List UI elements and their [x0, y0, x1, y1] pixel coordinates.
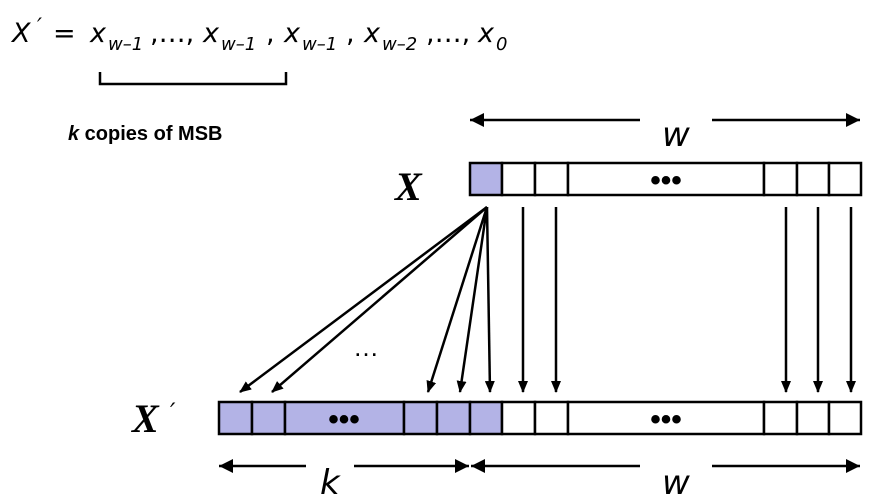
term-2-sep: ,: [266, 18, 275, 49]
equation: X ′ = x w–1 ,…, x w–1 , x w–1 , x w–2 ,……: [10, 15, 507, 55]
x-cell: [762, 161, 799, 197]
x-cell: [827, 161, 863, 197]
top-w-label: w: [662, 115, 690, 155]
equation-equals: =: [53, 18, 76, 49]
term-2-sub: w–1: [221, 34, 256, 55]
term-5-sub: 0: [496, 34, 507, 55]
register-x-prime: ••• •••: [217, 400, 863, 436]
term-4-sep: ,…,: [426, 18, 470, 49]
xp-cell: [827, 400, 863, 436]
x-prime-mark: ′: [170, 398, 176, 426]
msb-arrow: [239, 205, 488, 394]
term-3-sep: ,: [346, 18, 355, 49]
xp-w-dots: •••: [650, 403, 682, 436]
bottom-k-right-arrowhead: [455, 459, 469, 473]
term-1-sub: w–1: [108, 34, 143, 55]
xp-msb-copy-cell: [435, 400, 472, 436]
bottom-w-right-arrowhead: [846, 459, 860, 473]
bottom-w-left-arrowhead: [471, 459, 485, 473]
term-1-sep: ,…,: [150, 18, 194, 49]
x-msb-cell: [468, 161, 504, 197]
term-3-sub: w–1: [302, 34, 337, 55]
xp-cell: [795, 400, 831, 436]
x-middle-dots: •••: [650, 164, 682, 197]
term-3-base: x: [283, 18, 301, 49]
bottom-k-label: k: [320, 463, 341, 499]
brace-caption: k copies of MSB: [68, 123, 222, 145]
x-prime-label: X: [130, 396, 160, 441]
x-cell: [795, 161, 831, 197]
xp-cell: [762, 400, 799, 436]
equation-prime: ′: [37, 15, 42, 40]
arrow-ellipsis: …: [353, 332, 379, 362]
msb-brace: [98, 72, 288, 86]
top-w-right-arrowhead: [846, 113, 860, 127]
term-2-base: x: [202, 18, 220, 49]
term-5-base: x: [477, 18, 495, 49]
x-cell: [500, 161, 537, 197]
brace-caption-rest: copies of MSB: [79, 123, 222, 145]
term-1-base: x: [89, 18, 107, 49]
msb-arrow: [426, 206, 489, 393]
register-x: •••: [468, 161, 863, 197]
xp-msb-copy-cell: [402, 400, 439, 436]
top-w-left-arrowhead: [470, 113, 484, 127]
term-4-base: x: [363, 18, 381, 49]
xp-middle-cell: [566, 400, 766, 436]
msb-arrow: [271, 206, 488, 393]
msb-arrow: [456, 206, 489, 393]
xp-msb-copy-cell: [217, 400, 254, 436]
xp-msb-copy-cell: [250, 400, 287, 436]
msb-arrow: [484, 206, 495, 393]
xp-cell: [500, 400, 537, 436]
term-4-sub: w–2: [382, 34, 417, 55]
x-middle-cell: [566, 161, 766, 197]
x-label: X: [393, 164, 423, 209]
xp-msb-cell: [468, 400, 504, 436]
x-cell: [533, 161, 570, 197]
xp-cell: [533, 400, 570, 436]
brace-caption-k: k: [68, 123, 80, 145]
msb-fanout-arrows: [239, 205, 495, 394]
xp-k-dots: •••: [328, 403, 360, 436]
bottom-k-left-arrowhead: [219, 459, 233, 473]
copy-arrows: [518, 207, 856, 393]
equation-lhs: X: [10, 18, 31, 49]
bottom-w-label: w: [662, 463, 690, 499]
